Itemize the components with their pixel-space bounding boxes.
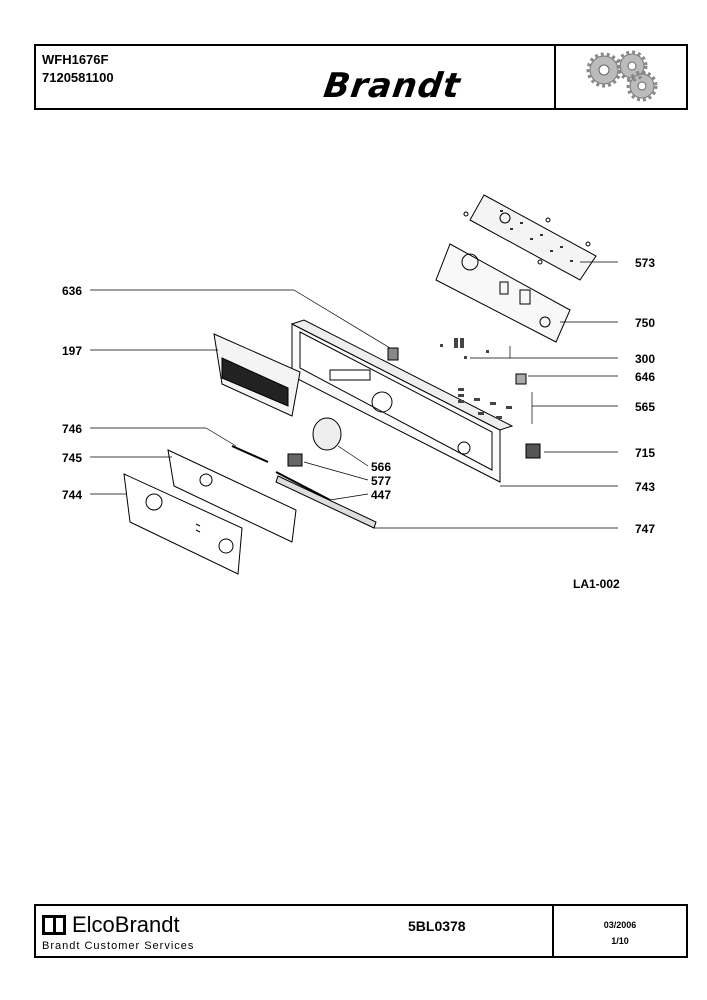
strip-447 [275,471,331,501]
elcobrandt-logo-icon [42,915,66,935]
part-646 [515,373,527,385]
document-date: 03/2006 [603,920,637,930]
part-636 [387,347,399,361]
diagram-drawing [90,194,618,575]
part-label-745: 745 [62,451,83,465]
part-label-447: 447 [371,488,392,502]
strip-746 [231,445,269,463]
footer-box: ElcoBrandt Brandt Customer Services 5BL0… [34,904,688,958]
gears-icon [586,50,658,102]
header-box: WFH1676F 7120581100 Brandt [34,44,688,110]
product-code: 7120581100 [42,70,114,85]
part-label-743: 743 [635,480,656,494]
part-label-646: 646 [635,370,656,384]
part-label-746: 746 [62,422,83,436]
diagram-reference: LA1-002 [573,577,620,591]
part-label-577: 577 [371,474,392,488]
fascia-745 [167,449,297,543]
part-label-573: 573 [635,256,656,270]
part-label-750: 750 [635,316,656,330]
part-label-565: 565 [635,400,656,414]
part-577 [287,453,303,467]
logo-box [554,46,686,108]
exploded-diagram: 573 636 750 197 300 646 565 746 715 745 … [0,110,707,630]
electronic-module-750 [435,243,571,343]
date-box: 03/2006 1/10 [552,906,686,956]
page-number: 1/10 [611,936,629,946]
circuit-board-573 [469,194,597,281]
part-label-744: 744 [62,488,83,502]
part-715 [525,443,541,459]
customer-services: Brandt Customer Services [42,940,195,952]
company-label: ElcoBrandt [72,912,180,937]
brand-logo: Brandt [321,66,464,106]
part-label-715: 715 [635,446,656,460]
part-label-747: 747 [635,522,656,536]
document-code: 5BL0378 [408,918,466,934]
knob-566 [312,417,342,451]
part-label-636: 636 [62,284,83,298]
company-name: ElcoBrandt [42,912,180,938]
part-label-566: 566 [371,460,392,474]
part-label-300: 300 [635,352,656,366]
model-number: WFH1676F [42,52,109,67]
front-panel-744 [123,473,243,575]
part-label-197: 197 [62,344,83,358]
